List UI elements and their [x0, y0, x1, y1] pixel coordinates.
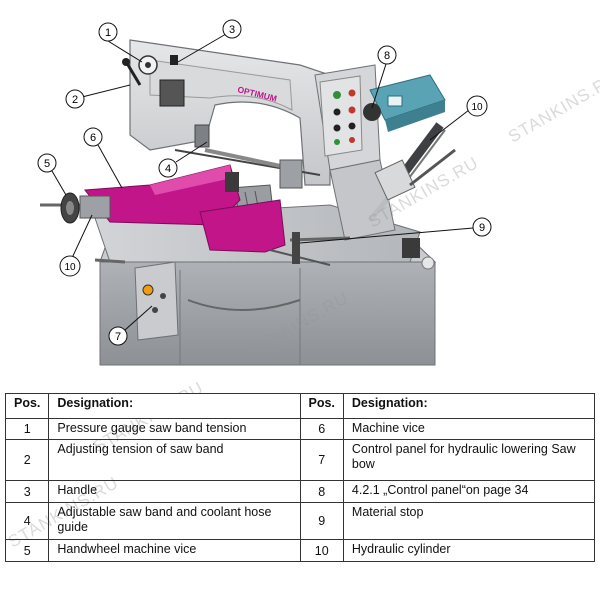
designation-cell: Adjusting tension of saw band — [48, 439, 301, 481]
callout-9 — [472, 217, 492, 237]
hydraulic-cylinder — [368, 122, 456, 222]
pos-cell: 6 — [299, 418, 344, 440]
table-header-row: Pos. Designation: Pos. Designation: — [4, 393, 596, 419]
callout-markers: 1 2 3 4 5 6 7 8 9 10 — [37, 19, 492, 346]
designation-cell: Handle — [48, 480, 301, 503]
designation-cell: Material stop — [342, 502, 596, 540]
designation-cell: Hydraulic cylinder — [342, 539, 596, 562]
header-pos-right: Pos. — [299, 393, 344, 419]
designation-cell: Machine vice — [342, 418, 596, 440]
control-column — [314, 64, 446, 241]
designation-cell: Pressure gauge saw band tension — [48, 418, 301, 440]
callout-2 — [65, 89, 85, 109]
table-row: 3 Handle 8 4.2.1 „Control panel“on page … — [4, 480, 596, 503]
callout-10-right — [466, 95, 488, 117]
pos-cell: 3 — [4, 480, 50, 503]
callout-2-label: 2 — [72, 94, 78, 106]
callout-3-label: 3 — [229, 24, 235, 36]
callout-1-label: 1 — [105, 27, 111, 39]
designation-cell: Handwheel machine vice — [48, 539, 301, 562]
callout-8-label: 8 — [384, 50, 390, 62]
table-row: 4 Adjustable saw band and coolant hose g… — [4, 502, 596, 540]
pos-cell: 8 — [299, 480, 344, 503]
callout-5-label: 5 — [44, 158, 50, 170]
callout-10-left — [59, 255, 81, 277]
machine-illustration: OPTIMUM — [37, 19, 492, 366]
pos-cell: 10 — [299, 539, 344, 562]
callout-6-label: 6 — [90, 132, 96, 144]
header-designation-right: Designation: — [342, 393, 596, 419]
designation-cell: Control panel for hydraulic lowering Saw… — [342, 439, 596, 481]
callout-7 — [108, 326, 128, 346]
table-row: 2 Adjusting tension of saw band 7 Contro… — [4, 439, 596, 481]
callout-10-right-label: 10 — [471, 102, 483, 113]
callout-4-label: 4 — [165, 163, 171, 175]
hydraulic-lowering-panel — [134, 261, 179, 341]
saw-bow: OPTIMUM — [122, 39, 331, 189]
pos-cell: 9 — [299, 502, 344, 540]
pos-cell: 4 — [4, 502, 50, 540]
header-pos-left: Pos. — [4, 393, 50, 419]
pos-cell: 1 — [4, 418, 50, 440]
pos-cell: 5 — [4, 539, 50, 562]
callout-1 — [98, 22, 118, 42]
parts-table: Pos. Designation: Pos. Designation: 1 Pr… — [4, 393, 596, 562]
table-row: 1 Pressure gauge saw band tension 6 Mach… — [4, 418, 596, 440]
pos-cell: 7 — [299, 439, 344, 481]
machine-vice — [84, 164, 286, 253]
header-designation-left: Designation: — [48, 393, 301, 419]
callout-8 — [377, 45, 397, 65]
designation-cell: 4.2.1 „Control panel“on page 34 — [342, 480, 596, 503]
callout-6 — [83, 127, 103, 147]
callout-5 — [37, 153, 57, 173]
table-row: 5 Handwheel machine vice 10 Hydraulic cy… — [4, 539, 596, 562]
handwheel — [40, 192, 111, 224]
callout-4 — [158, 158, 178, 178]
pos-cell: 2 — [4, 439, 50, 481]
callout-3 — [222, 19, 242, 39]
callout-7-label: 7 — [115, 331, 121, 343]
callout-9-label: 9 — [479, 222, 485, 234]
side-parts — [94, 238, 435, 270]
callout-10-left-label: 10 — [64, 262, 76, 273]
material-stop — [269, 232, 351, 266]
designation-cell: Adjustable saw band and coolant hose gui… — [48, 502, 301, 540]
